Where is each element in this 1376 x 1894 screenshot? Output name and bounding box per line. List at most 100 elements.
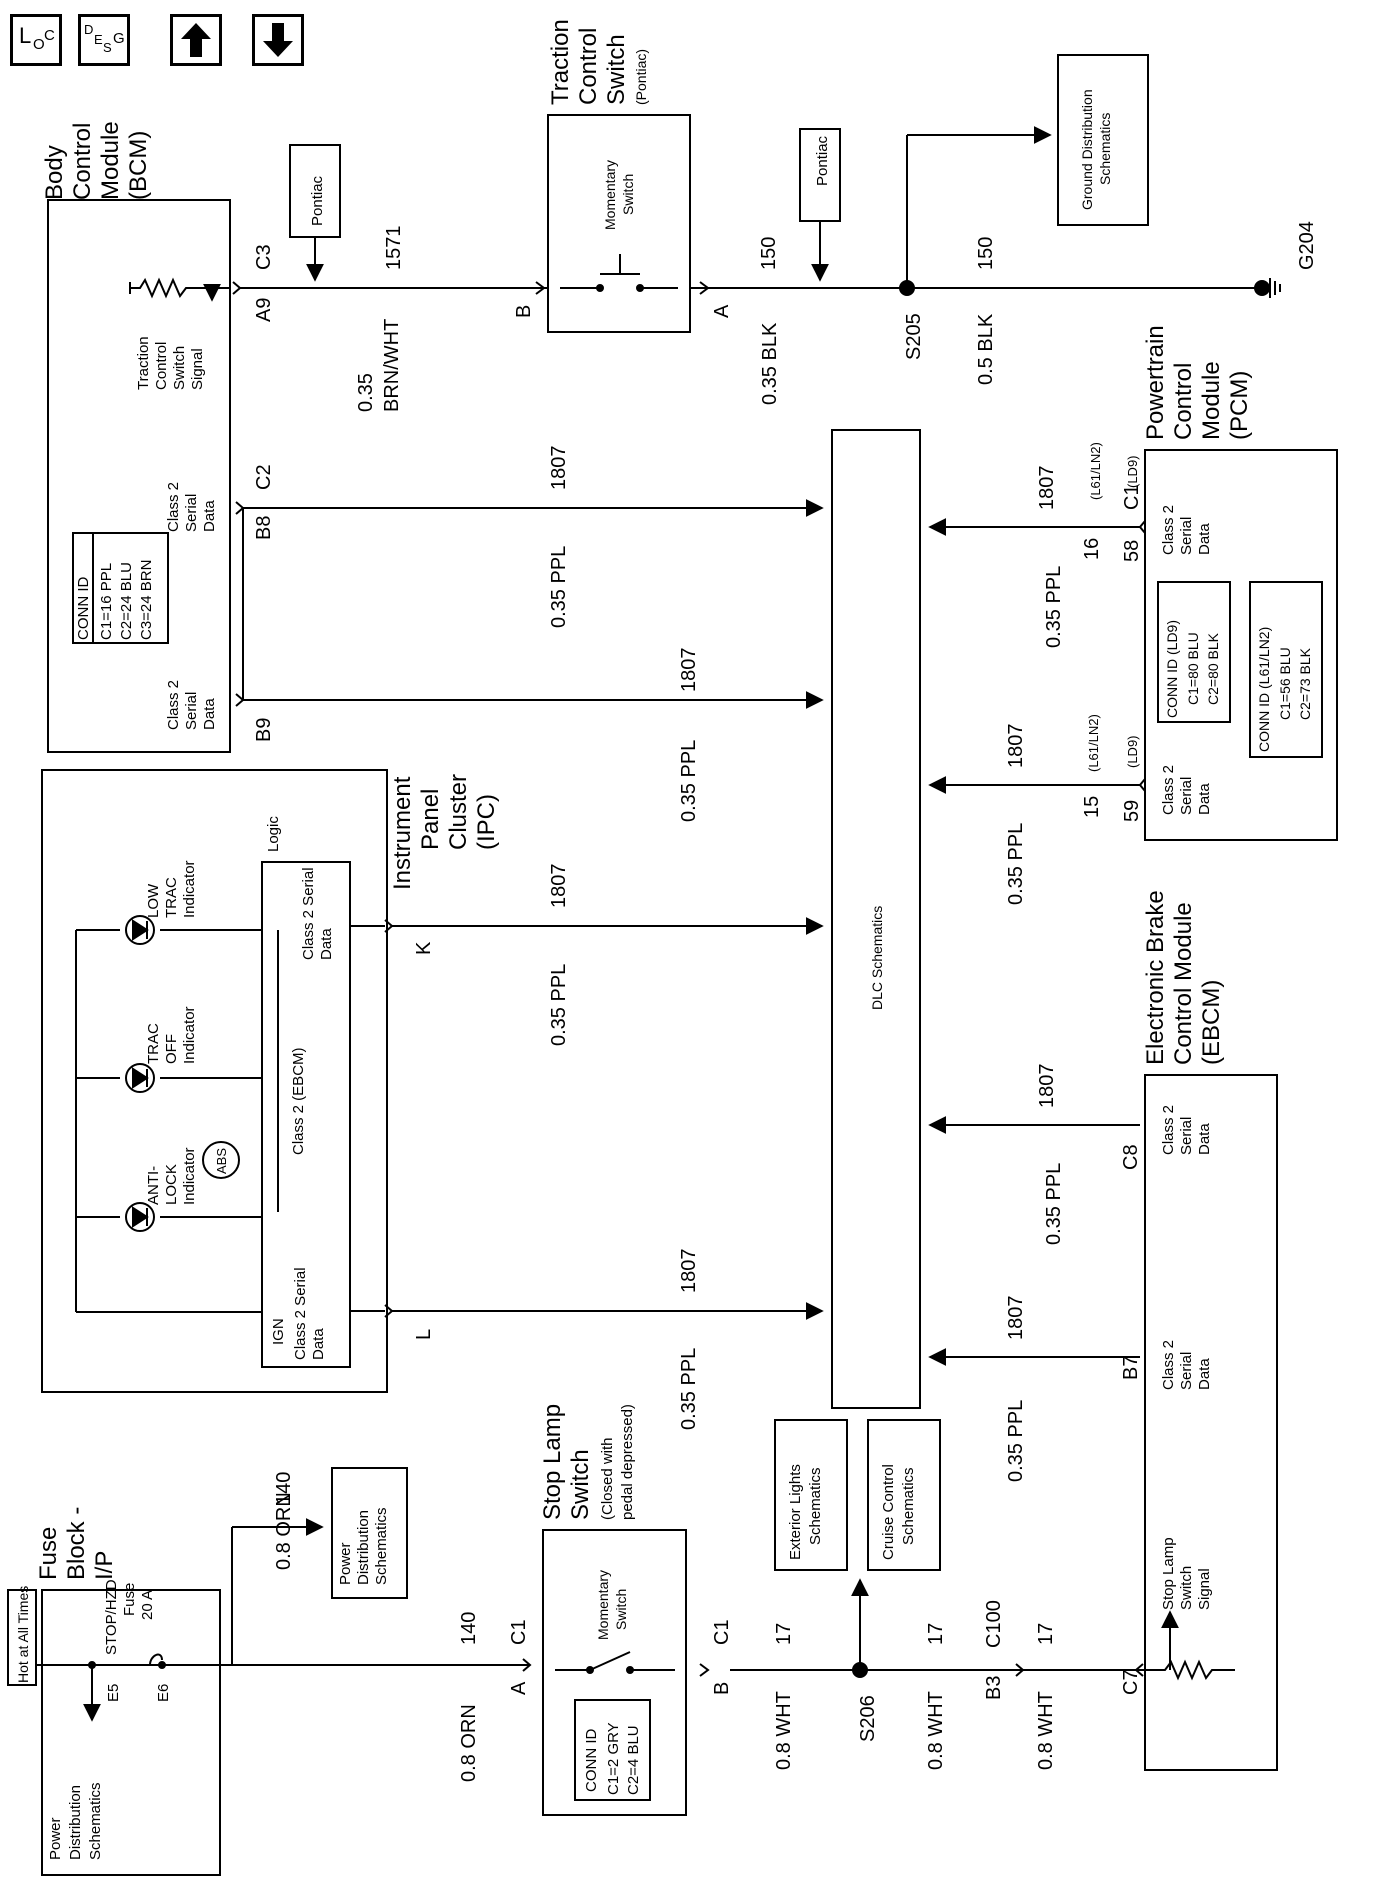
ebcm-title-1: Electronic Brake bbox=[1142, 890, 1169, 1065]
ipc-title-2: Panel bbox=[417, 789, 444, 850]
ipc-logic-box bbox=[261, 861, 351, 1368]
serial-ebcm1-wire: 0.35 PPL bbox=[1043, 1163, 1065, 1245]
ebcm-pin-b7: B7 bbox=[1120, 1356, 1142, 1380]
stop-lamp-inner-1: Momentary bbox=[595, 1570, 611, 1640]
bcm-tcs-signal-4: Signal bbox=[189, 348, 206, 390]
ipc-serial-l-3: Data bbox=[310, 1328, 327, 1360]
loc-letter-l: L bbox=[19, 23, 32, 48]
serial-c2-wire: 0.35 PPL bbox=[548, 546, 570, 628]
stop-lamp-title-1: Stop Lamp bbox=[539, 1404, 566, 1520]
fuse-wire-140a: 0.8 ORN bbox=[273, 1492, 295, 1570]
serial-l-circuit: 1807 bbox=[678, 1249, 700, 1294]
fuse-pin-e6: E6 bbox=[155, 1684, 172, 1702]
pcm-pin-15: 15 bbox=[1081, 796, 1103, 818]
traction-switch-title-2: Control bbox=[575, 28, 602, 105]
ipc-antilock-1: ANTI- bbox=[145, 1166, 162, 1205]
led-icons bbox=[132, 919, 149, 1228]
pcm-pin-59: 59 bbox=[1121, 800, 1143, 822]
page-up-button[interactable] bbox=[170, 14, 222, 66]
stop-splice-s206: S206 bbox=[857, 1695, 879, 1742]
stop-circuit-17c: 17 bbox=[1035, 1623, 1057, 1645]
bcm-serial-b9-3: Data bbox=[201, 698, 218, 730]
pcm-pin-16: 16 bbox=[1081, 538, 1103, 560]
fuse-pin-c1: C1 bbox=[508, 1619, 530, 1645]
ground-wire-2: 0.5 BLK bbox=[975, 313, 997, 385]
ipc-ebcm-line: Class 2 (EBCM) bbox=[290, 1047, 307, 1155]
led-icon-trac-off bbox=[132, 1067, 149, 1089]
bcm-conn-c2: C2 bbox=[253, 464, 275, 490]
serial-ebcm1-circuit: 1807 bbox=[1036, 1064, 1058, 1109]
hot-at-all-times-label: Hot at All Times bbox=[15, 1586, 31, 1683]
fuse-title-2: Block - bbox=[63, 1507, 90, 1580]
fuse-wire-140b: 0.8 ORN bbox=[458, 1704, 480, 1782]
ipc-logic-label: Logic bbox=[265, 816, 282, 852]
power-dist2-2: Distribution bbox=[355, 1510, 372, 1585]
serial-c2-circuit: 1807 bbox=[548, 446, 570, 491]
serial-pcm2-wire: 0.35 PPL bbox=[1005, 823, 1027, 905]
bcm-conn-id-box bbox=[72, 532, 169, 644]
serial-pcm1-wire: 0.35 PPL bbox=[1043, 566, 1065, 648]
description-button[interactable]: D E S G bbox=[78, 14, 130, 66]
bcm-title-4: (BCM) bbox=[125, 131, 152, 200]
pcm-box bbox=[1144, 449, 1338, 841]
led-icon-low-trac bbox=[132, 919, 149, 941]
exterior-lights-box bbox=[774, 1419, 848, 1571]
fuse-label-2: Fuse bbox=[121, 1583, 138, 1616]
bcm-serial-c2-3: Data bbox=[201, 500, 218, 532]
ipc-low-trac-3: Indicator bbox=[181, 860, 198, 918]
ebcm-box bbox=[1144, 1074, 1278, 1771]
led-icon-antilock bbox=[132, 1206, 149, 1228]
desg-letter-e: E bbox=[94, 32, 103, 47]
location-button[interactable]: L O C bbox=[10, 14, 62, 66]
stop-lamp-box bbox=[542, 1529, 687, 1816]
bcm-serial-c2-1: Class 2 bbox=[165, 482, 182, 532]
pcm-serial-top-2: Serial bbox=[1178, 517, 1195, 555]
bcm-title-1: Body bbox=[41, 145, 68, 200]
pcm-serial-bottom-2: Serial bbox=[1178, 777, 1195, 815]
ebcm-serial-b7-1: Class 2 bbox=[1160, 1340, 1177, 1390]
ebcm-serial-c8-1: Class 2 bbox=[1160, 1105, 1177, 1155]
stop-lamp-sub-1: (Closed with bbox=[599, 1437, 616, 1520]
pcm-conn-ld9-box bbox=[1157, 581, 1231, 723]
bcm-tcs-signal-1: Traction bbox=[135, 336, 152, 390]
pcm-title-3: Module bbox=[1198, 361, 1225, 440]
stop-wire-3: 0.8 WHT bbox=[1035, 1691, 1057, 1770]
bcm-box bbox=[47, 199, 231, 753]
fuse-pin-e5: E5 bbox=[105, 1684, 122, 1702]
power-dist2-3: Schematics bbox=[373, 1507, 390, 1585]
power-dist-box-2 bbox=[331, 1467, 408, 1599]
serial-l-wire: 0.35 PPL bbox=[678, 1348, 700, 1430]
ebcm-serial-c8-2: Serial bbox=[1178, 1117, 1195, 1155]
desg-letter-d: D bbox=[84, 22, 94, 37]
ipc-abs-icon-label: ABS bbox=[214, 1148, 229, 1174]
pcm-title-2: Control bbox=[1170, 363, 1197, 440]
fuse-power-dist-3: Schematics bbox=[87, 1782, 104, 1860]
power-dist2-1: Power bbox=[337, 1542, 354, 1585]
fuse-title-1: Fuse bbox=[35, 1527, 62, 1580]
ground-dist-2: Schematics bbox=[1097, 113, 1113, 185]
ipc-serial-l-2: Class 2 Serial bbox=[292, 1267, 309, 1360]
pcm-ld9: (LD9) bbox=[1125, 455, 1140, 488]
pcm-conn-ld9-c2: C2=80 BLK bbox=[1205, 632, 1221, 705]
ipc-serial-k-1: Class 2 Serial bbox=[300, 867, 317, 960]
stop-lamp-inner-2: Switch bbox=[613, 1589, 629, 1630]
ground-circuit-150a: 150 bbox=[758, 237, 780, 270]
ebcm-serial-b7-3: Data bbox=[1196, 1358, 1213, 1390]
traction-switch-inner-2: Switch bbox=[620, 174, 636, 215]
bcm-tcs-signal-3: Switch bbox=[171, 346, 188, 390]
ebcm-title-2: Control Module bbox=[1170, 902, 1197, 1065]
fuse-title-3: I/P bbox=[91, 1551, 118, 1580]
pcm-conn-l61-box bbox=[1249, 581, 1323, 758]
ground-dist-box bbox=[1057, 54, 1149, 226]
bcm-pin-a9: A9 bbox=[253, 298, 275, 322]
page-down-button[interactable] bbox=[252, 14, 304, 66]
stop-conn-id-c2: C2=4 BLU bbox=[625, 1725, 642, 1795]
stop-wire-2: 0.8 WHT bbox=[925, 1691, 947, 1770]
stop-conn-id-c1: C1=2 GRY bbox=[605, 1722, 622, 1795]
stop-circuit-17b: 17 bbox=[925, 1623, 947, 1645]
pcm-pin-58: 58 bbox=[1121, 540, 1143, 562]
loc-letter-o: O bbox=[33, 36, 45, 53]
bcm-title-2: Control bbox=[69, 123, 96, 200]
ebcm-serial-b7-2: Serial bbox=[1178, 1352, 1195, 1390]
